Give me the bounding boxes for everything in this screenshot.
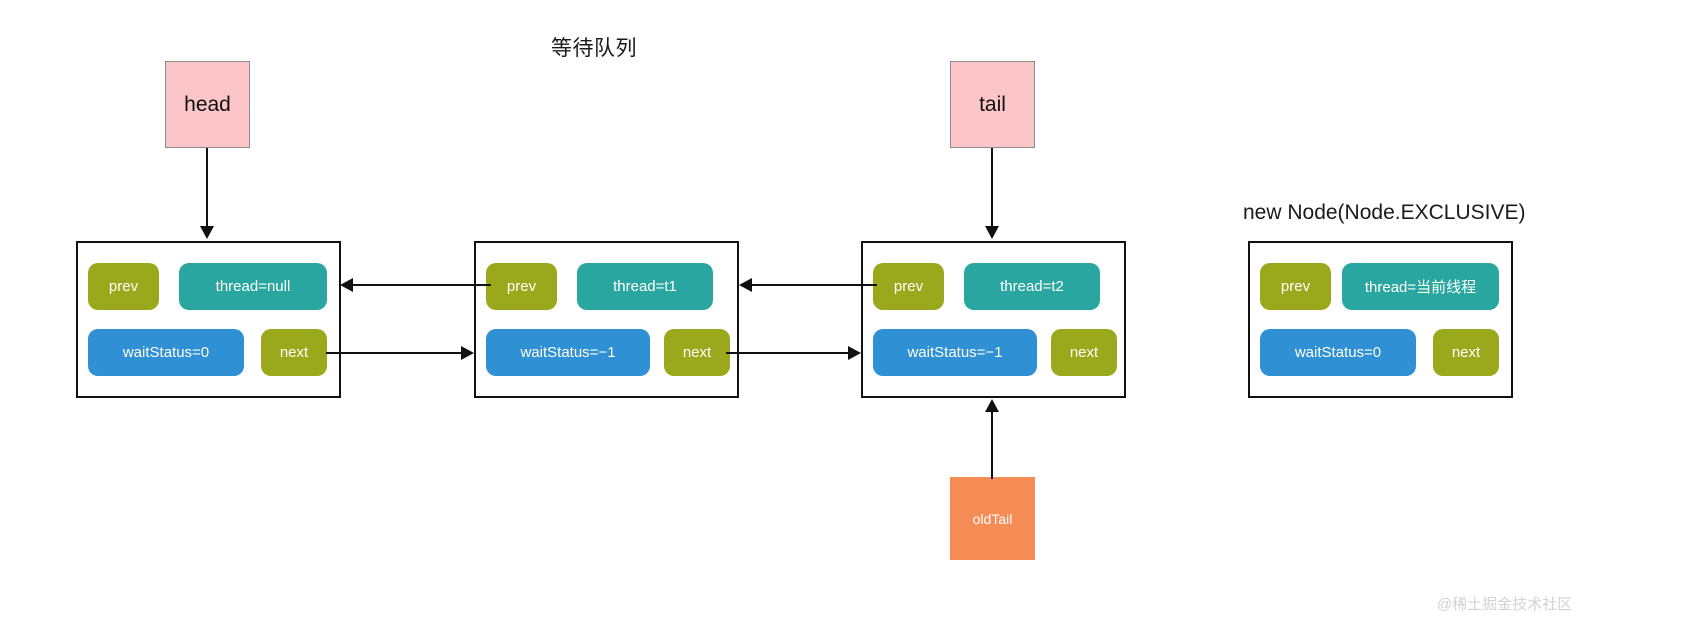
node-new-waitstatus-pill: waitStatus=0: [1260, 329, 1416, 376]
diagram-title: 等待队列: [551, 37, 637, 60]
new-node-label: new Node(Node.EXCLUSIVE): [1243, 201, 1526, 224]
node-head-prev-pill: prev: [88, 263, 159, 310]
head-connector-arrowhead: [200, 226, 214, 239]
tail-connector-arrowhead: [985, 226, 999, 239]
tail-pointer-box: tail: [950, 61, 1035, 148]
node-t1: prev thread=t1 waitStatus=−1 next: [474, 241, 739, 398]
watermark: @稀土掘金技术社区: [1437, 596, 1573, 613]
node-t2-prev-pill: prev: [873, 263, 944, 310]
node-new-prev-pill: prev: [1260, 263, 1331, 310]
old-tail-label: oldTail: [972, 510, 1013, 527]
prev-link-t2-to-t1-arrowhead: [739, 278, 752, 292]
node-t1-thread-pill: thread=t1: [577, 263, 713, 310]
node-new-thread-pill: thread=当前线程: [1342, 263, 1499, 310]
tail-pointer-label: tail: [979, 92, 1006, 116]
next-link-head-to-t1-arrowhead: [461, 346, 474, 360]
node-t1-next-pill: next: [664, 329, 730, 376]
head-pointer-label: head: [184, 92, 231, 116]
prev-link-t1-to-head-arrowhead: [340, 278, 353, 292]
node-t2-waitstatus-pill: waitStatus=−1: [873, 329, 1037, 376]
next-link-head-to-t1-line: [326, 352, 463, 354]
node-t2: prev thread=t2 waitStatus=−1 next: [861, 241, 1126, 398]
tail-connector-line: [991, 148, 993, 228]
node-t2-next-pill: next: [1051, 329, 1117, 376]
old-tail-box: oldTail: [950, 477, 1035, 560]
node-new: prev thread=当前线程 waitStatus=0 next: [1248, 241, 1513, 398]
next-link-t1-to-t2-arrowhead: [848, 346, 861, 360]
node-head: prev thread=null waitStatus=0 next: [76, 241, 341, 398]
prev-link-t1-to-head-line: [352, 284, 491, 286]
node-t1-prev-pill: prev: [486, 263, 557, 310]
node-head-next-pill: next: [261, 329, 327, 376]
node-t2-thread-pill: thread=t2: [964, 263, 1100, 310]
node-head-waitstatus-pill: waitStatus=0: [88, 329, 244, 376]
head-pointer-box: head: [165, 61, 250, 148]
node-head-thread-pill: thread=null: [179, 263, 327, 310]
old-tail-connector-line: [991, 412, 993, 479]
head-connector-line: [206, 148, 208, 228]
old-tail-connector-arrowhead: [985, 399, 999, 412]
prev-link-t2-to-t1-line: [751, 284, 877, 286]
node-new-next-pill: next: [1433, 329, 1499, 376]
node-t1-waitstatus-pill: waitStatus=−1: [486, 329, 650, 376]
next-link-t1-to-t2-line: [726, 352, 850, 354]
